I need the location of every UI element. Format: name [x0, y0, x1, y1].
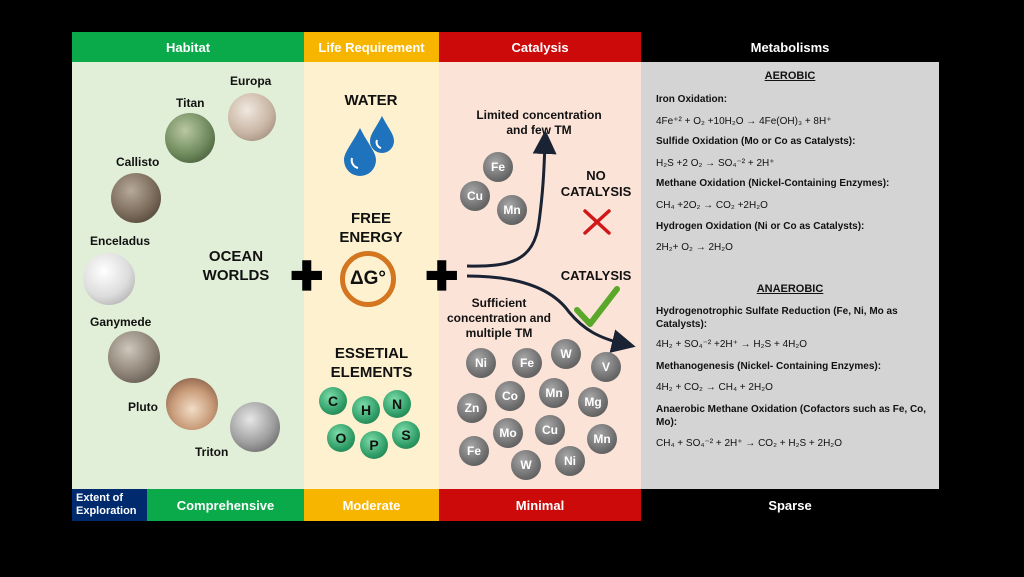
element-c: C [319, 387, 347, 415]
plus-icon: ✚ [290, 255, 324, 299]
checkmark-icon [574, 286, 620, 327]
reaction-equation: CH₄ + SO₄⁻² + 2H⁺ → CO₂ + H₂S + 2H₂O [656, 438, 842, 449]
water-drops-icon [344, 116, 394, 176]
reaction-name: Sulfide Oxidation (Mo or Co as Catalysts… [656, 136, 856, 147]
plus-icon: ✚ [425, 255, 459, 299]
reaction-name: Iron Oxidation: [656, 94, 728, 105]
europa-image [228, 93, 276, 141]
metal-zn: Zn [457, 393, 487, 423]
header-metabolisms: Metabolisms [641, 32, 939, 62]
element-s: S [392, 421, 420, 449]
header-life-requirement: Life Requirement [304, 32, 439, 62]
reaction-name: Anaerobic Methane Oxidation (Cofactors s… [656, 404, 927, 428]
metabolisms-panel [641, 62, 939, 489]
callisto-image [111, 173, 161, 223]
reaction-arrows [466, 130, 636, 353]
metal-co: Co [495, 381, 525, 411]
reaction-equation: H₂S +2 O₂ → SO₄⁻² + 2H⁺ [656, 158, 775, 169]
water-label: WATER [344, 92, 398, 109]
ganymede-image [108, 331, 160, 383]
reaction-equation: CH₄ +2O₂ → CO₂ +2H₂O [656, 200, 768, 211]
metal-fe: Fe [483, 152, 513, 182]
reaction-name: Methane Oxidation (Nickel-Containing Enz… [656, 178, 890, 189]
metal-cu: Cu [535, 415, 565, 445]
no-catalysis-label: NO CATALYSIS [560, 168, 632, 199]
callisto-label: Callisto [116, 155, 160, 169]
element-p: P [360, 431, 388, 459]
element-h: H [352, 396, 380, 424]
element-o: O [327, 424, 355, 452]
enceladus-label: Enceladus [90, 234, 151, 248]
reaction-name: Hydrogen Oxidation (Ni or Co as Catalyst… [656, 221, 865, 232]
metal-w: W [551, 339, 581, 369]
reaction-name: Hydrogenotrophic Sulfate Reduction (Fe, … [656, 306, 898, 330]
aerobic-title: AEROBIC [764, 70, 816, 82]
metal-mo: Mo [493, 418, 523, 448]
triton-label: Triton [195, 445, 229, 459]
free-energy-label: FREE ENERGY [339, 210, 403, 246]
triton-image [230, 402, 280, 452]
reaction-equation: 4H₂ + SO₄⁻² +2H⁺ → H₂S + 4H₂O [656, 339, 808, 350]
metal-mn: Mn [539, 378, 569, 408]
pluto-image [166, 378, 218, 430]
metal-v: V [591, 352, 621, 382]
europa-label: Europa [230, 74, 272, 88]
footer-sparse: Sparse [641, 489, 939, 521]
footer-comprehensive: Comprehensive [147, 489, 304, 521]
metal-mn: Mn [587, 424, 617, 454]
metal-ni: Ni [555, 446, 585, 476]
essential-elements-label: ESSETIAL ELEMENTS [330, 345, 413, 381]
element-n: N [383, 390, 411, 418]
catalysis-label: CATALYSIS [560, 268, 632, 283]
enceladus-image [83, 253, 135, 305]
sufficient-concentration-label: Sufficient concentration and multiple TM [446, 296, 551, 340]
reaction-equation: 2H₂+ O₂ → 2H₂O [656, 242, 733, 253]
titan-image [165, 113, 215, 163]
ganymede-label: Ganymede [90, 315, 152, 329]
metal-cu: Cu [460, 181, 490, 211]
metal-mg: Mg [578, 387, 608, 417]
metal-fe: Fe [459, 436, 489, 466]
anaerobic-title: ANAEROBIC [756, 283, 824, 295]
footer-minimal: Minimal [439, 489, 641, 521]
metal-mn: Mn [497, 195, 527, 225]
metal-ni: Ni [466, 348, 496, 378]
metal-w: W [511, 450, 541, 480]
pluto-label: Pluto [128, 400, 158, 414]
reaction-equation: 4Fe⁺² + O₂ +10H₂O → 4Fe(OH)₃ + 8H⁺ [656, 116, 832, 127]
delta-g-symbol: ΔG° [340, 251, 396, 307]
ocean-worlds-label: OCEAN WORLDS [202, 248, 270, 284]
reaction-name: Methanogenesis (Nickel- Containing Enzym… [656, 361, 882, 372]
metal-fe: Fe [512, 348, 542, 378]
reaction-equation: 4H₂ + CO₂ → CH₄ + 2H₂O [656, 382, 773, 393]
header-catalysis: Catalysis [439, 32, 641, 62]
extent-of-exploration-label: Extent of Exploration [72, 489, 147, 521]
cross-icon [583, 209, 611, 235]
delta-g-label: ΔG° [349, 268, 387, 289]
titan-label: Titan [176, 96, 205, 110]
header-habitat: Habitat [72, 32, 304, 62]
footer-moderate: Moderate [304, 489, 439, 521]
